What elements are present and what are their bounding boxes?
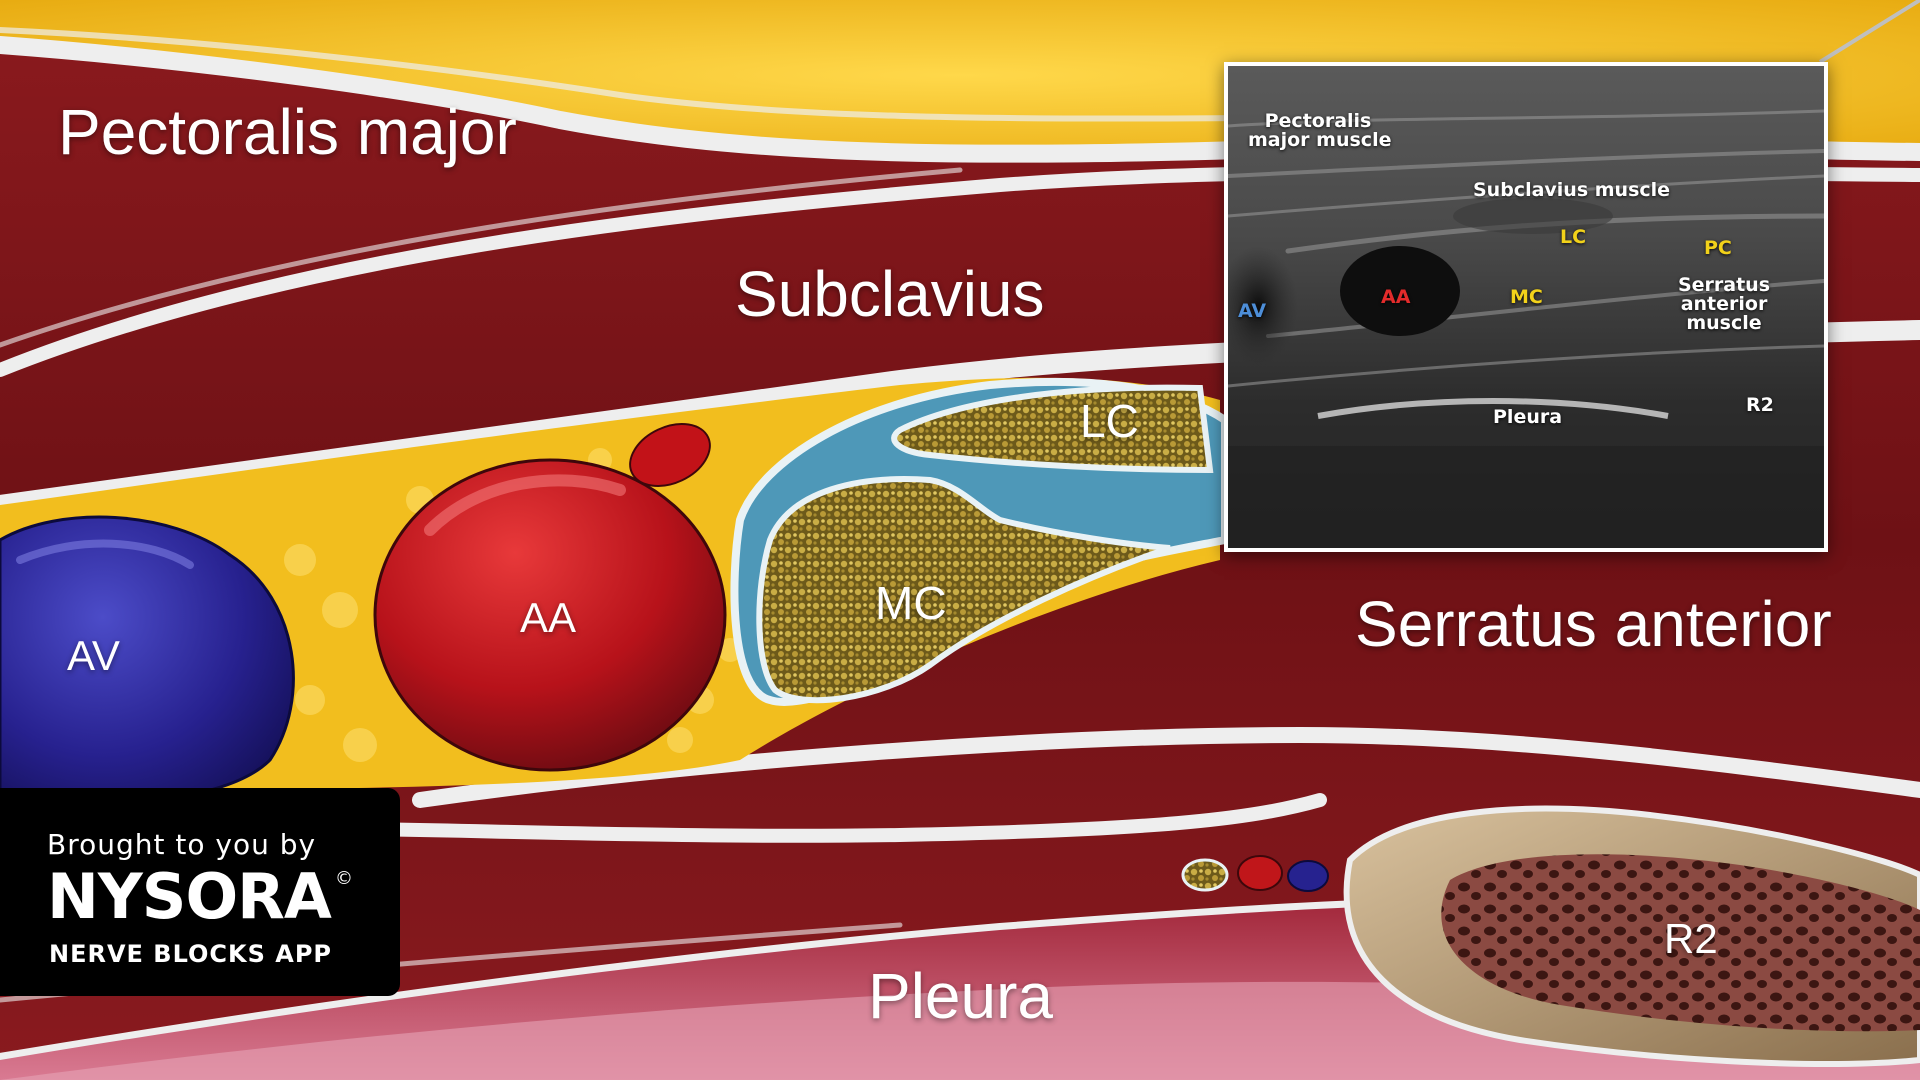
label-rib-r2: R2 xyxy=(1664,915,1718,962)
us-label-pectoralis-major: Pectoralis major muscle xyxy=(1248,110,1392,151)
nysora-badge[interactable]: Brought to you by NYSORA © NERVE BLOCKS … xyxy=(0,788,400,996)
ultrasound-image xyxy=(1228,66,1824,548)
us-label-pleura: Pleura xyxy=(1493,406,1563,428)
us-label-medial-cord: MC xyxy=(1510,286,1543,308)
badge-tagline: Brought to you by xyxy=(47,828,317,861)
us-label-serratus-line2: anterior xyxy=(1680,293,1768,315)
us-label-pectoralis-line1: Pectoralis xyxy=(1264,110,1372,132)
ultrasound-inset: Pectoralis major muscle Subclavius muscl… xyxy=(1224,62,1828,552)
label-pleura: Pleura xyxy=(868,960,1053,1032)
us-label-lateral-cord: LC xyxy=(1560,226,1587,248)
label-medial-cord: MC xyxy=(875,577,947,629)
label-axillary-vein: AV xyxy=(67,632,120,679)
badge-app-name: NERVE BLOCKS APP xyxy=(49,940,333,968)
label-lateral-cord: LC xyxy=(1080,395,1139,447)
us-label-serratus-line1: Serratus xyxy=(1677,274,1771,296)
us-label-axillary-vein: AV xyxy=(1238,300,1267,322)
label-axillary-artery: AA xyxy=(520,594,577,641)
label-subclavius: Subclavius xyxy=(735,258,1045,330)
badge-brand-logo: NYSORA xyxy=(47,860,332,933)
badge-registered-mark: © xyxy=(335,868,353,889)
us-label-pectoralis-line2: major muscle xyxy=(1248,129,1392,151)
us-label-subclavius: Subclavius muscle xyxy=(1473,179,1671,201)
us-label-serratus-anterior: Serratus anterior muscle xyxy=(1664,276,1784,333)
us-label-posterior-cord: PC xyxy=(1704,237,1732,259)
label-pectoralis-major: Pectoralis major xyxy=(58,96,517,168)
label-serratus-anterior: Serratus anterior xyxy=(1355,588,1832,660)
us-label-rib-r2: R2 xyxy=(1746,394,1774,416)
us-label-serratus-line3: muscle xyxy=(1686,312,1762,334)
us-label-axillary-artery: AA xyxy=(1381,286,1411,308)
